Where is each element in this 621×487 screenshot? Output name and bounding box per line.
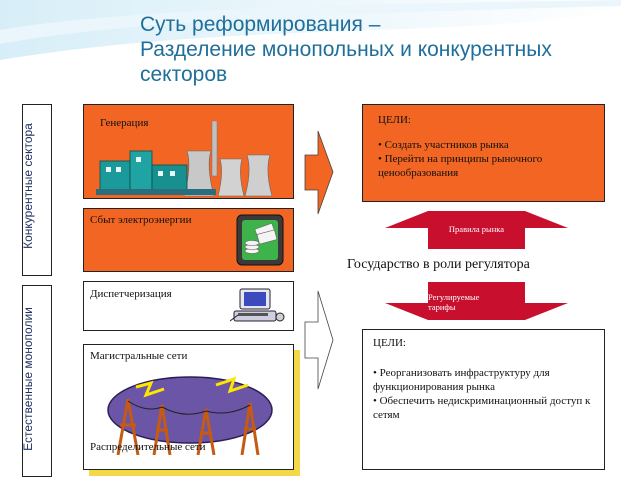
goals-top-item-2: • Перейти на принципы рыночного ценообра… (378, 153, 543, 179)
sales-label: Сбыт электроэнергии (90, 214, 192, 226)
goals-bottom-heading: ЦЕЛИ: (373, 337, 406, 349)
market-rules-arrow (385, 211, 568, 249)
market-rules-label: Правила рынка (448, 224, 505, 234)
goals-top-box: ЦЕЛИ: • Создать участников рынка • Перей… (362, 104, 605, 202)
title-line-3: секторов (140, 63, 228, 86)
power-lines-icon (107, 376, 273, 455)
dispatch-box: Диспетчеризация (83, 281, 294, 331)
header-swoosh (0, 0, 621, 60)
regulated-tariffs-label: Регулируемые тарифы (428, 292, 480, 312)
dispatch-label: Диспетчеризация (90, 288, 172, 300)
right-arrow-top (304, 130, 334, 215)
generation-box: Генерация (83, 104, 294, 199)
title-line-1: Суть реформирования – (140, 13, 381, 36)
page-title: Суть реформирования – Разделение монопол… (140, 12, 610, 87)
goals-bottom-box: ЦЕЛИ: • Реорганизовать инфраструктуру дл… (362, 329, 605, 470)
networks-box: Магистральные сети Распределительные сет… (83, 344, 294, 470)
trunk-networks-label: Магистральные сети (90, 350, 188, 362)
natural-monopoly-label: Естественные монополии (21, 307, 35, 451)
power-plant-icon (96, 121, 273, 197)
natural-monopoly-label-box: Естественные монополии (21, 285, 52, 477)
right-arrow-bottom (304, 290, 334, 390)
distribution-networks-label: Распределительные сети (90, 441, 206, 453)
regulated-tariffs-arrow (385, 282, 568, 320)
computer-icon (230, 288, 285, 322)
goals-bottom-item-2: • Обеспечить недискриминационный доступ … (373, 395, 591, 421)
regulator-label: Государство в роли регулятора (347, 257, 530, 272)
money-icon (236, 214, 284, 266)
title-line-2: Разделение монопольных и конкурентных (140, 38, 552, 61)
sales-box: Сбыт электроэнергии (83, 208, 294, 272)
goals-bottom-item-1: • Реорганизовать инфраструктуру для функ… (373, 367, 550, 393)
goals-top-heading: ЦЕЛИ: (378, 114, 411, 126)
goals-top-item-1: • Создать участников рынка (378, 139, 509, 151)
generation-label: Генерация (100, 117, 149, 129)
competitive-sector-label: Конкурентные сектора (21, 123, 35, 249)
competitive-sector-label-box: Конкурентные сектора (21, 104, 52, 276)
